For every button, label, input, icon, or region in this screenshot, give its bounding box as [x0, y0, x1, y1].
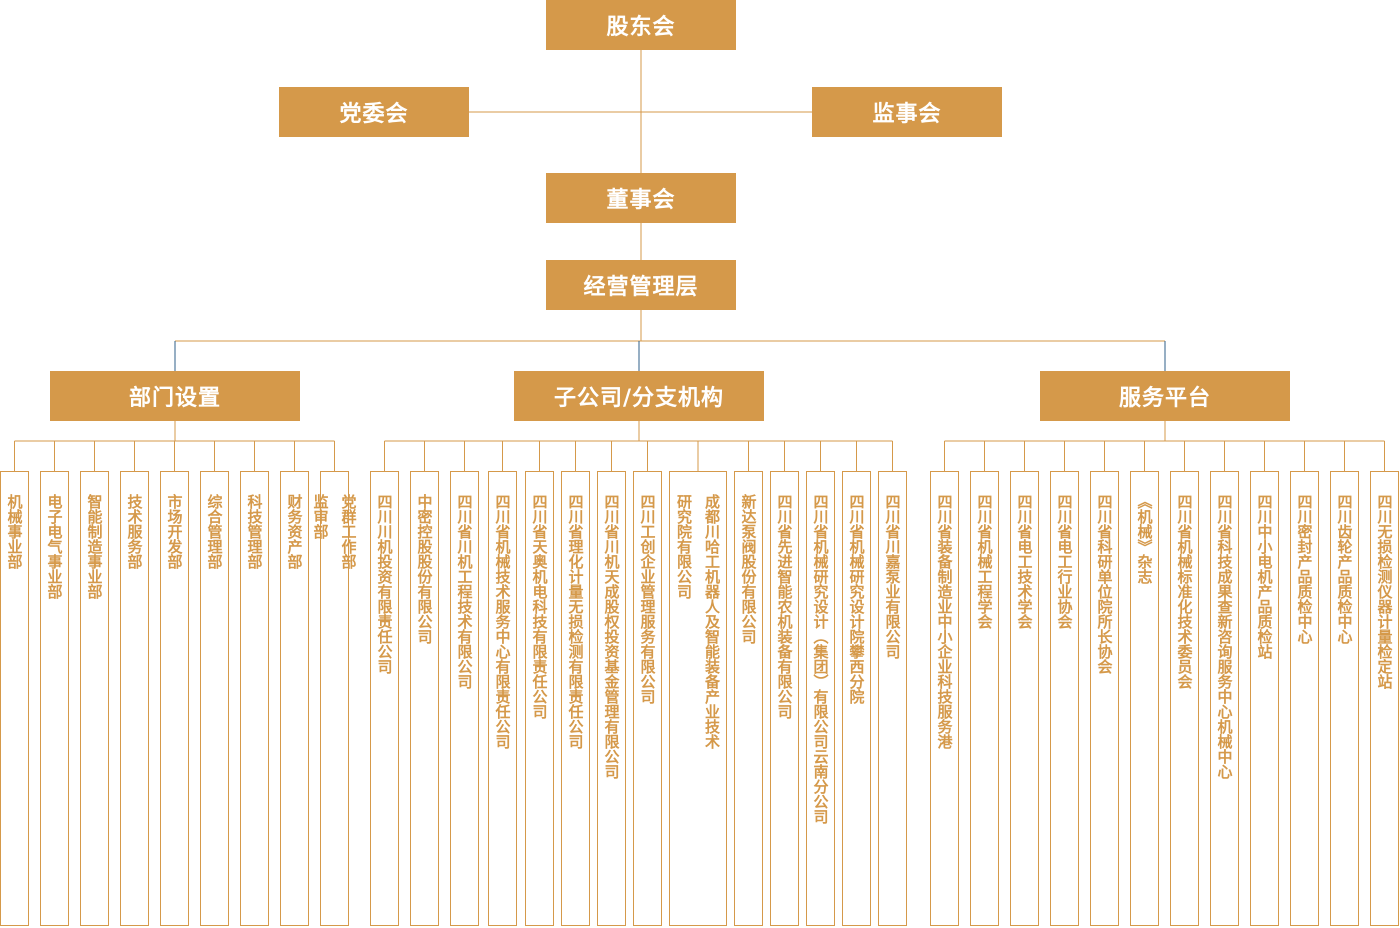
org-unit-box: 四川省电工行业协会: [1050, 471, 1079, 926]
org-unit-box: 四川省机械技术服务中心有限责任公司: [488, 471, 517, 926]
org-unit-box: 四川川机投资有限责任公司: [370, 471, 399, 926]
org-unit-label: 四川省理化计量无损检测有限责任公司: [566, 494, 585, 749]
org-unit-label: 四川省机械技术服务中心有限责任公司: [493, 494, 512, 749]
org-unit-label: 四川省天奥机电科技有限责任公司: [530, 494, 549, 719]
org-unit-box: 科技管理部: [240, 471, 269, 926]
org-unit-label: 市场开发部: [165, 494, 184, 569]
group-departments-box: 部门设置: [50, 371, 300, 421]
org-unit-label: 四川省科研单位院所长协会: [1095, 494, 1114, 674]
org-unit-label: 四川省机械标准化技术委员会: [1175, 494, 1194, 689]
shareholders-box: 股东会: [546, 0, 736, 50]
org-unit-label: 四川省机械研究设计（集团）有限公司云南分公司: [811, 494, 830, 824]
org-unit-box: 四川省电工技术学会: [1010, 471, 1039, 926]
org-unit-label: 科技管理部: [245, 494, 264, 569]
org-unit-label: 四川工创企业管理服务有限公司: [638, 494, 657, 704]
org-unit-box: 机械事业部: [0, 471, 29, 926]
org-unit-box: 智能制造事业部: [80, 471, 109, 926]
org-unit-label: 四川中小电机产品质检站: [1255, 494, 1274, 659]
org-unit-label: 四川省机械研究设计院攀西分院: [847, 494, 866, 704]
org-unit-label: 机械事业部: [5, 494, 24, 569]
org-unit-label: 成都川哈工机器人及智能装备产业技术: [703, 494, 721, 749]
org-unit-box: 中密控股股份有限公司: [410, 471, 439, 926]
org-unit-label: 四川省电工行业协会: [1055, 494, 1074, 629]
org-unit-box: 四川省先进智能农机装备有限公司: [770, 471, 799, 926]
org-unit-label: 智能制造事业部: [85, 494, 104, 599]
org-unit-box: 财务资产部: [280, 471, 309, 926]
org-unit-box: 电子电气事业部: [40, 471, 69, 926]
group-service-platforms-box: 服务平台: [1040, 371, 1290, 421]
org-unit-label: 监审部: [311, 494, 330, 539]
org-unit-label: 四川省科技成果查新咨询服务中心机械中心: [1215, 494, 1234, 779]
org-unit-box: 四川省天奥机电科技有限责任公司: [525, 471, 554, 926]
org-unit-label: 党群工作部: [339, 494, 358, 569]
org-unit-box: 新达泵阀股份有限公司: [734, 471, 763, 926]
org-unit-box: 四川齿轮产品质检中心: [1330, 471, 1359, 926]
org-unit-label: 电子电气事业部: [45, 494, 64, 599]
org-unit-label: 四川齿轮产品质检中心: [1335, 494, 1354, 644]
org-unit-label: 四川省先进智能农机装备有限公司: [775, 494, 794, 719]
org-unit-box: 四川省机械工程学会: [970, 471, 999, 926]
org-unit-box: 四川省机械研究设计（集团）有限公司云南分公司: [806, 471, 835, 926]
org-unit-box: 四川省理化计量无损检测有限责任公司: [561, 471, 590, 926]
org-unit-box: 四川省装备制造业中小企业科技服务港: [930, 471, 959, 926]
org-unit-box: 四川省机械标准化技术委员会: [1170, 471, 1199, 926]
org-unit-label: 四川川机投资有限责任公司: [375, 494, 394, 674]
org-unit-label: 四川省川嘉泵业有限公司: [883, 494, 902, 659]
org-unit-label: 四川省装备制造业中小企业科技服务港: [935, 494, 954, 749]
group-subsidiaries-box: 子公司/分支机构: [514, 371, 764, 421]
org-unit-box: 四川省川机天成股权投资基金管理有限公司: [597, 471, 626, 926]
org-unit-label: 财务资产部: [285, 494, 304, 569]
org-unit-label: 四川省机械工程学会: [975, 494, 994, 629]
org-unit-label: 四川省川机工程技术有限公司: [455, 494, 474, 689]
org-unit-label: 四川无损检测仪器计量检定站: [1375, 494, 1394, 689]
org-unit-box: 四川省机械研究设计院攀西分院: [842, 471, 871, 926]
org-unit-box: 技术服务部: [120, 471, 149, 926]
management-box: 经营管理层: [546, 260, 736, 310]
org-unit-box: 四川省川嘉泵业有限公司: [878, 471, 907, 926]
board-of-directors-box: 董事会: [546, 173, 736, 223]
org-unit-box: 综合管理部: [200, 471, 229, 926]
org-unit-label: 技术服务部: [125, 494, 144, 569]
supervisory-board-box: 监事会: [812, 87, 1002, 137]
org-unit-label: 四川省电工技术学会: [1015, 494, 1034, 629]
org-unit-label: 综合管理部: [205, 494, 224, 569]
org-unit-label: 中密控股股份有限公司: [415, 494, 434, 644]
org-unit-box: 四川省科研单位院所长协会: [1090, 471, 1119, 926]
org-unit-label: 《机械》杂志: [1135, 494, 1154, 584]
org-unit-box: 四川无损检测仪器计量检定站: [1370, 471, 1399, 926]
org-unit-box: 四川密封产品质检中心: [1290, 471, 1319, 926]
org-unit-box: 党群工作部监审部: [312, 471, 358, 926]
org-unit-box: 四川中小电机产品质检站: [1250, 471, 1279, 926]
org-unit-label: 新达泵阀股份有限公司: [739, 494, 758, 644]
org-unit-box: 成都川哈工机器人及智能装备产业技术研究院有限公司: [669, 471, 727, 926]
org-unit-box: 市场开发部: [160, 471, 189, 926]
org-unit-box: 四川省科技成果查新咨询服务中心机械中心: [1210, 471, 1239, 926]
org-unit-label: 研究院有限公司: [675, 494, 693, 599]
org-unit-label: 四川密封产品质检中心: [1295, 494, 1314, 644]
org-unit-box: 四川工创企业管理服务有限公司: [633, 471, 662, 926]
org-unit-label: 四川省川机天成股权投资基金管理有限公司: [602, 494, 621, 779]
org-unit-box: 四川省川机工程技术有限公司: [450, 471, 479, 926]
org-unit-box: 《机械》杂志: [1130, 471, 1159, 926]
party-committee-box: 党委会: [279, 87, 469, 137]
